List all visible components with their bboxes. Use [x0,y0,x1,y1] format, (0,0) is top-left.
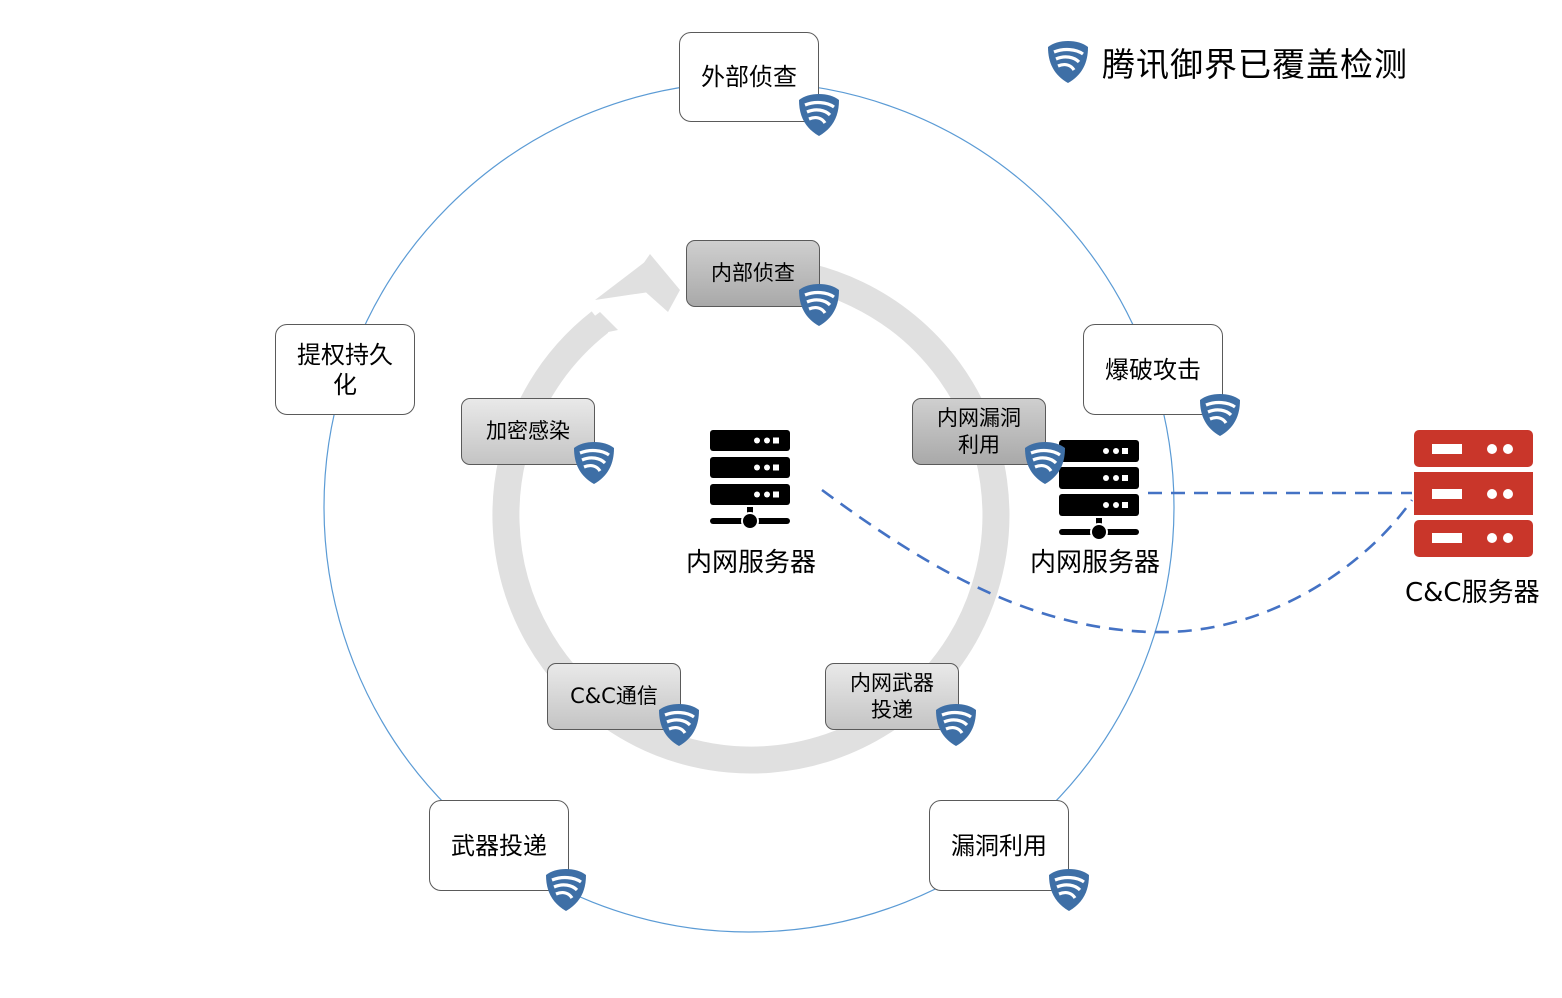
stage-label: 外部侦查 [701,63,797,91]
shield-icon [1023,440,1067,486]
internal-server-right-label: 内网服务器 [1030,548,1161,578]
stage-internal-recon[interactable]: 内部侦查 [686,240,820,307]
stage-external-recon[interactable]: 外部侦查 [679,32,819,122]
legend: 腾讯御界已覆盖检测 [1046,38,1408,86]
cc-server-label: C&C服务器 [1405,578,1540,608]
stage-label: 内部侦查 [711,261,795,286]
stage-label: 爆破攻击 [1105,355,1201,384]
shield-icon [797,92,841,138]
shield-icon [544,867,588,913]
shield-icon [1046,39,1090,85]
legend-text: 腾讯御界已覆盖检测 [1102,45,1408,84]
shield-icon [657,702,701,748]
stage-privilege-persistence[interactable]: 提权持久化 [275,324,415,415]
stage-label: 武器投递 [451,831,547,860]
shield-icon [797,282,841,328]
stage-label: 提权持久化 [297,340,393,399]
server-icon [1059,440,1139,541]
stage-label: 加密感染 [486,419,570,444]
shield-icon [934,702,978,748]
shield-icon [1198,392,1242,438]
dashed-link-center-to-cc [821,488,1414,634]
stage-label: 漏洞利用 [951,831,1047,860]
shield-icon [572,440,616,486]
cc-server-icon [1414,430,1533,557]
stage-label: C&C通信 [570,684,658,709]
stage-intranet-weapon-delivery[interactable]: 内网武器投递 [825,663,959,730]
inner-cycle-ring [492,256,1010,774]
server-icon [710,430,790,530]
internal-server-center-label: 内网服务器 [686,548,817,578]
stage-label: 内网武器投递 [850,671,934,722]
stage-encrypt-infect[interactable]: 加密感染 [461,398,595,465]
stage-cc-communication[interactable]: C&C通信 [547,663,681,730]
stage-vuln-exploit[interactable]: 漏洞利用 [929,800,1069,891]
shield-icon [1047,867,1091,913]
stage-weapon-delivery[interactable]: 武器投递 [429,800,569,891]
stage-label: 内网漏洞利用 [937,406,1021,457]
inner-cycle-arrowhead [632,254,680,312]
stage-brute-force[interactable]: 爆破攻击 [1083,324,1223,415]
stage-intranet-vuln-exploit[interactable]: 内网漏洞利用 [912,398,1046,465]
